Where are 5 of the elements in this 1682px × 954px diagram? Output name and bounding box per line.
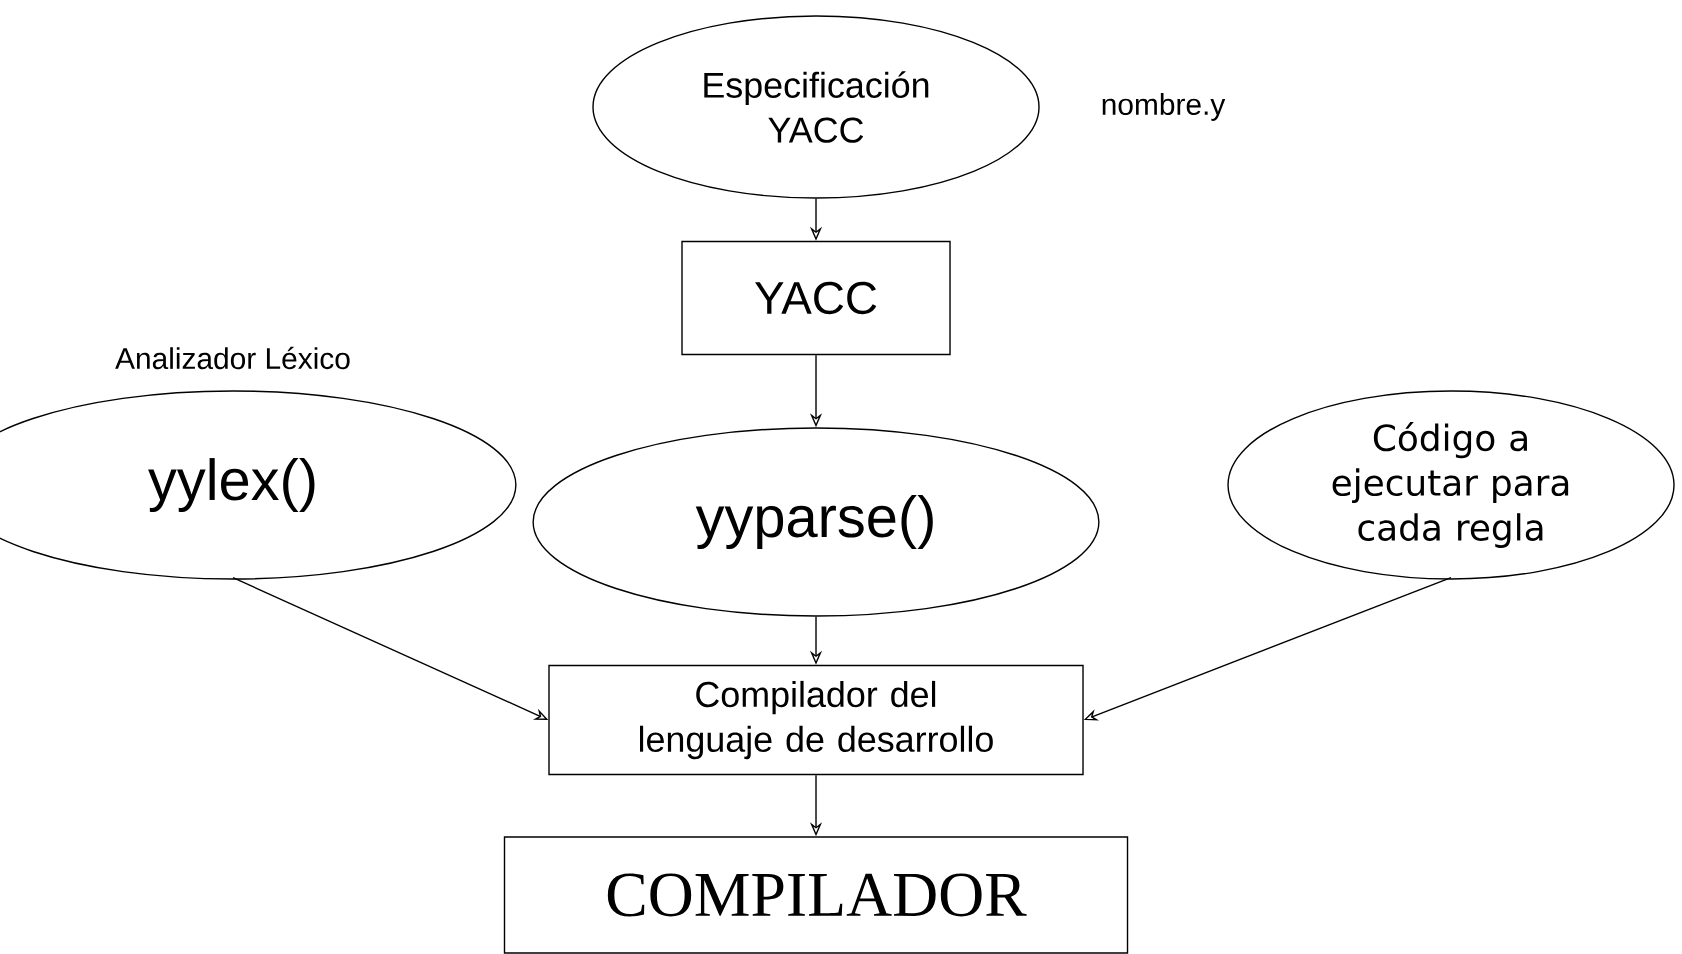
process-box: Compilador del lenguaje de desarrollo: [548, 664, 1084, 776]
side-label: Analizador Léxico: [115, 346, 350, 370]
process-box: COMPILADOR: [503, 836, 1129, 954]
process-box: YACC: [681, 240, 951, 356]
side-label: nombre.y: [1102, 93, 1226, 121]
